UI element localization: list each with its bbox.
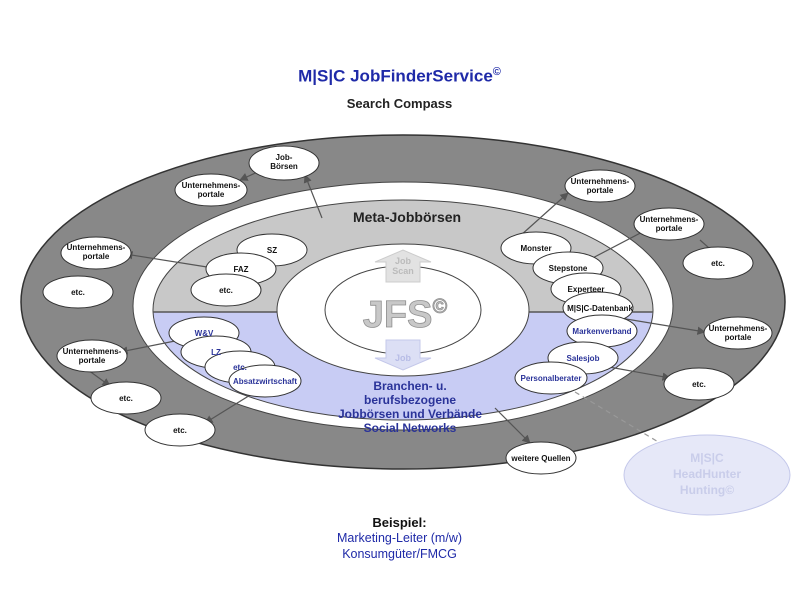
zone-meta-label: Meta-Jobbörsen (353, 209, 461, 225)
bubble-etc-m1 (190, 273, 262, 307)
svg-text:Unternehmens-: Unternehmens- (640, 215, 699, 224)
svg-text:portale: portale (79, 356, 106, 365)
svg-text:Monster: Monster (520, 244, 551, 253)
svg-text:etc.: etc. (219, 286, 233, 295)
example-line-1: Marketing-Leiter (m/w) (336, 531, 463, 545)
example-heading: Beispiel: (372, 515, 427, 530)
svg-text:LZ: LZ (211, 348, 221, 357)
svg-text:etc.: etc. (71, 288, 85, 297)
svg-text:Job: Job (395, 256, 412, 266)
svg-text:HeadHunter: HeadHunter (673, 467, 741, 481)
bubble-job-boersen (248, 145, 320, 181)
label-job-boersen: Job- (276, 153, 293, 162)
svg-text:Experteer: Experteer (568, 285, 605, 294)
svg-text:Absatzwirtschaft: Absatzwirtschaft (233, 377, 297, 386)
svg-text:weitere Quellen: weitere Quellen (510, 454, 570, 463)
svg-text:etc.: etc. (173, 426, 187, 435)
bubble-unternehmensportale-r (633, 207, 705, 241)
page-title: M|S|C JobFinderService© (298, 66, 501, 86)
svg-text:Unternehmens-: Unternehmens- (67, 243, 126, 252)
bubble-etc-l3 (144, 413, 216, 447)
svg-text:berufsbezogene: berufsbezogene (364, 393, 456, 407)
example-line-2: Konsumgüter/FMCG (342, 547, 457, 561)
bubble-etc-l1 (42, 275, 114, 309)
svg-text:portale: portale (198, 190, 225, 199)
svg-text:Job: Job (395, 353, 412, 363)
svg-text:FAZ: FAZ (233, 265, 248, 274)
svg-text:Unternehmens-: Unternehmens- (182, 181, 241, 190)
svg-text:SZ: SZ (267, 246, 277, 255)
bubble-weitere-quellen (505, 441, 577, 475)
bubble-absatzwirtschaft (228, 364, 302, 398)
bubble-etc-r1 (682, 246, 754, 280)
svg-text:portale: portale (725, 333, 752, 342)
bubble-unternehmensportale-tl (174, 173, 248, 207)
svg-text:etc.: etc. (119, 394, 133, 403)
bubble-etc-r2 (663, 367, 735, 401)
svg-text:M|S|C: M|S|C (690, 451, 724, 465)
svg-text:Jobbörsen und Verbände: Jobbörsen und Verbände (338, 407, 482, 421)
svg-text:Unternehmens-: Unternehmens- (571, 177, 630, 186)
svg-text:etc.: etc. (692, 380, 706, 389)
svg-text:etc.: etc. (233, 363, 247, 372)
svg-text:portale: portale (587, 186, 614, 195)
bubble-unternehmensportale-l (60, 236, 132, 270)
svg-text:Hunting©: Hunting© (680, 483, 734, 497)
svg-text:Unternehmens-: Unternehmens- (709, 324, 768, 333)
svg-text:Scan: Scan (392, 266, 414, 276)
svg-text:M|S|C-Datenbank: M|S|C-Datenbank (567, 304, 633, 313)
svg-text:Markenverband: Markenverband (572, 327, 631, 336)
svg-text:etc.: etc. (711, 259, 725, 268)
job-scan-arrow-up (374, 249, 432, 283)
job-scan-arrow-down (374, 339, 432, 371)
bubble-personalberater (514, 361, 588, 395)
svg-text:Social Networks: Social Networks (364, 421, 457, 435)
svg-text:Salesjob: Salesjob (567, 354, 600, 363)
svg-text:Unternehmens-: Unternehmens- (63, 347, 122, 356)
bubble-headhunter (623, 434, 791, 516)
svg-text:Personalberater: Personalberater (521, 374, 582, 383)
svg-text:portale: portale (83, 252, 110, 261)
svg-text:portale: portale (656, 224, 683, 233)
label-job-boersen-2: Börsen (270, 162, 298, 171)
bubble-etc-l2 (90, 381, 162, 415)
center-label: JFS© (363, 294, 448, 336)
svg-text:Stepstone: Stepstone (549, 264, 588, 273)
svg-text:W&V: W&V (195, 329, 214, 338)
svg-text:Branchen- u.: Branchen- u. (373, 379, 446, 393)
bubble-unternehmensportale-rr (703, 316, 773, 350)
bubble-unternehmensportale-ll (56, 339, 128, 373)
bubble-unternehmensportale-tr (564, 169, 636, 203)
page-subtitle: Search Compass (346, 96, 453, 111)
